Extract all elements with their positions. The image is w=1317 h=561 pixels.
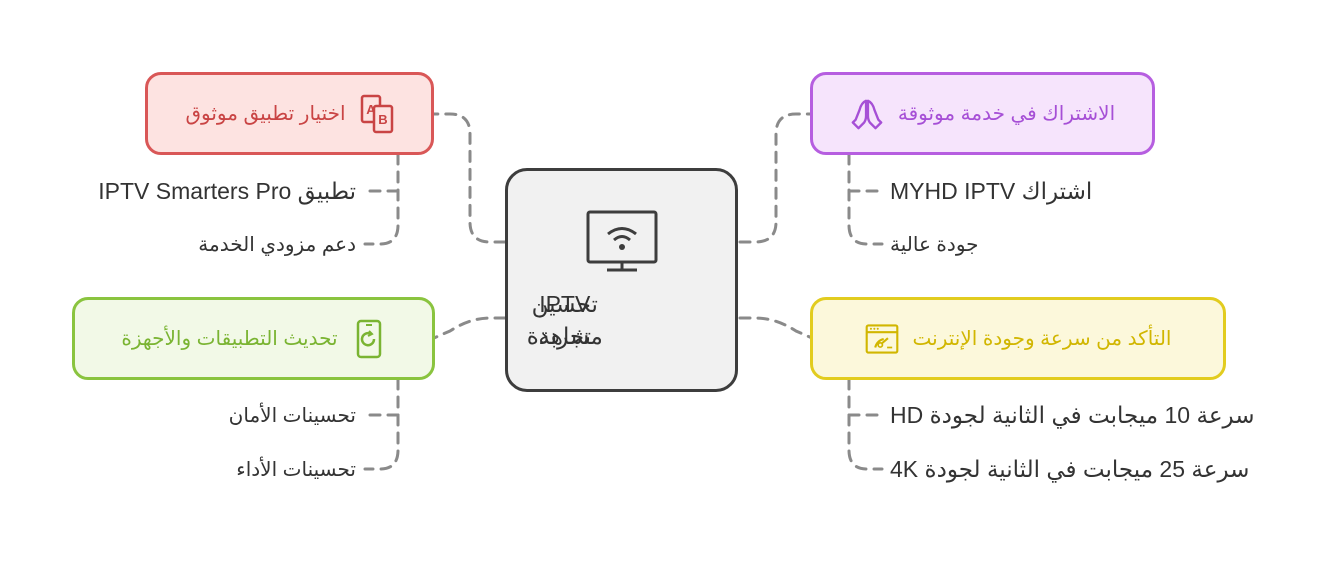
svg-text:B: B — [378, 112, 387, 127]
subscription-item-1: اشتراك MYHD IPTV — [890, 178, 1093, 204]
connector-update — [432, 316, 507, 340]
ab-test-icon: A B — [360, 94, 394, 133]
connector-update-items — [363, 377, 400, 471]
branch-internet-label: التأكد من سرعة وجودة الإنترنت — [912, 328, 1172, 350]
branch-update-label: تحديث التطبيقات والأجهزة — [121, 328, 338, 350]
praying-hands-icon — [850, 97, 884, 131]
internet-item-2: سرعة 25 ميجابت في الثانية لجودة 4K — [890, 456, 1250, 482]
connector-subscription-items — [847, 152, 884, 246]
internet-item-1: سرعة 10 ميجابت في الثانية لجودة HD — [890, 402, 1255, 428]
app-item-1: تطبيق IPTV Smarters Pro — [98, 178, 356, 204]
update-item-2: تحسينات الأداء — [236, 459, 356, 481]
update-item-1: تحسينات الأمان — [228, 405, 356, 427]
branch-update-node: تحديث التطبيقات والأجهزة — [72, 297, 435, 380]
svg-text:A: A — [366, 102, 376, 117]
subscription-item-2: جودة عالية — [890, 234, 979, 256]
connector-internet-items — [847, 377, 884, 471]
branch-subscription-label: الاشتراك في خدمة موثوقة — [897, 103, 1116, 125]
branch-subscription-node: الاشتراك في خدمة موثوقة — [810, 72, 1155, 155]
branch-app-label: اختيار تطبيق موثوق — [185, 103, 346, 125]
center-label-line1: تحسين تجربة — [531, 291, 598, 349]
connector-app-items — [363, 152, 400, 246]
phone-refresh-icon — [352, 319, 386, 358]
connector-app — [432, 112, 507, 244]
connector-subscription — [738, 112, 814, 244]
connector-internet — [738, 316, 814, 340]
branch-internet-node: التأكد من سرعة وجودة الإنترنت — [810, 297, 1226, 380]
app-item-2: دعم مزودي الخدمة — [198, 234, 356, 256]
center-label-line2: IPTV مشاهدة — [526, 291, 603, 349]
smart-tv-icon — [585, 209, 659, 278]
center-node: تحسين تجربة IPTV مشاهدة — [505, 168, 738, 392]
branch-app-node: A B اختيار تطبيق موثوق — [145, 72, 434, 155]
browser-speed-icon — [865, 322, 899, 356]
